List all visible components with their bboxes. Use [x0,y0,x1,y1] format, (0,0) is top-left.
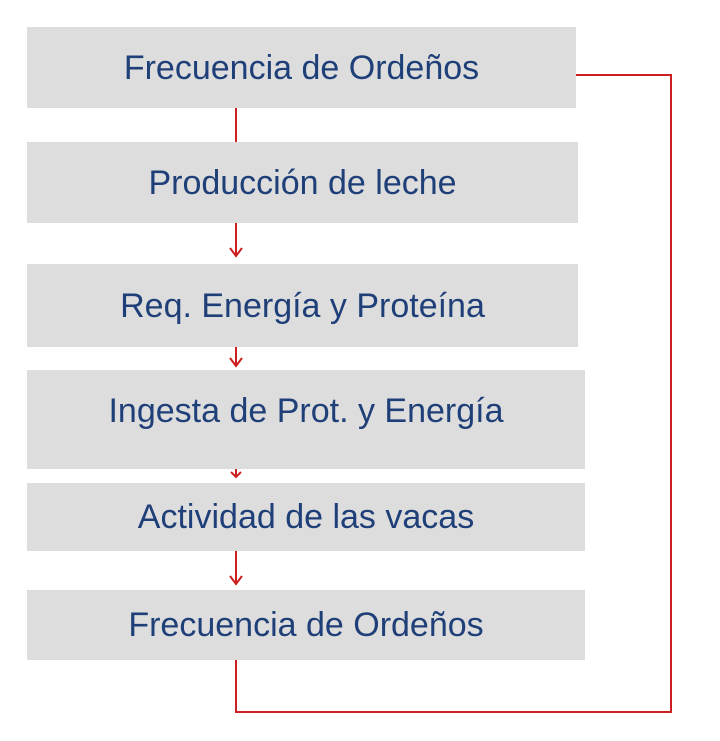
box-bg-4 [27,370,585,469]
flow-box-produccion-leche: Producción de leche [27,142,578,223]
arrowhead-3-4 [229,357,243,368]
arrowhead-5-6 [229,575,243,586]
box-bg-1 [27,27,576,108]
feedback-loop-connector [235,74,672,713]
box-bg-6 [27,590,585,660]
flow-box-label: Req. Energía y Proteína [120,286,485,325]
flow-box-label: Actividad de las vacas [137,498,475,536]
flow-box-req-energia-proteina: Req. Energía y Proteína [27,264,578,347]
arrowhead-4-5 [230,471,242,479]
flow-box-ingesta-prot-energia: Ingesta de Prot. y Energía [27,370,585,469]
flow-box-actividad-vacas: Actividad de las vacas [27,483,585,551]
flow-box-label: Ingesta de Prot. y Energía [108,391,504,430]
flow-box-label: Producción de leche [148,163,457,202]
box-bg-3 [27,264,578,347]
arrowhead-2-3 [229,247,243,258]
flow-box-frecuencia-ordenos-top: Frecuencia de Ordeños [27,27,576,108]
box-bg-2 [27,142,578,223]
box-bg-5 [27,483,585,551]
flow-box-label: Frecuencia de Ordeños [123,48,480,87]
flow-box-frecuencia-ordenos-bottom: Frecuencia de Ordeños [27,590,585,660]
flow-box-label: Frecuencia de Ordeños [128,606,484,644]
